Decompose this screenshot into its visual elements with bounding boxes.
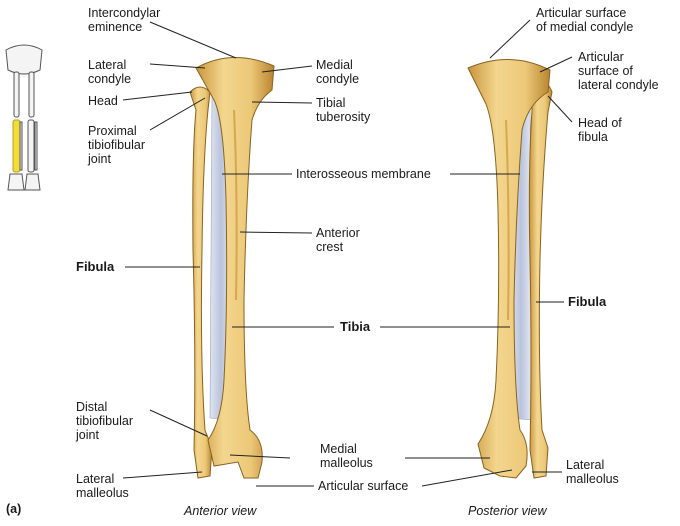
label-lateral-malleolus-anterior: Lateral malleolus xyxy=(76,472,129,500)
anterior-bones xyxy=(190,57,274,478)
label-intercondylar-eminence: Intercondylar eminence xyxy=(88,6,160,34)
label-anterior-crest: Anterior crest xyxy=(316,226,360,254)
fibula-posterior xyxy=(529,79,552,478)
label-articular-surface: Articular surface xyxy=(318,479,408,493)
label-articular-surface-lateral-condyle: Articular surface of lateral condyle xyxy=(578,50,659,92)
label-fibula-posterior: Fibula xyxy=(568,295,606,309)
label-medial-condyle: Medial condyle xyxy=(316,58,359,86)
label-distal-tibiofibular-joint: Distal tibiofibular joint xyxy=(76,400,133,442)
label-proximal-tibiofibular-joint: Proximal tibiofibular joint xyxy=(88,124,145,166)
caption-anterior-view: Anterior view xyxy=(184,504,256,518)
label-medial-malleolus: Medial malleolus xyxy=(320,442,373,470)
label-articular-surface-medial-condyle: Articular surface of medial condyle xyxy=(536,6,633,34)
label-head: Head xyxy=(88,94,118,108)
label-tibial-tuberosity: Tibial tuberosity xyxy=(316,96,370,124)
label-interosseous-membrane: Interosseous membrane xyxy=(296,167,431,181)
fibula-anterior xyxy=(190,87,212,478)
label-tibia: Tibia xyxy=(340,320,370,334)
label-head-of-fibula: Head of fibula xyxy=(578,116,622,144)
label-lateral-condyle: Lateral condyle xyxy=(88,58,131,86)
label-lateral-malleolus-posterior: Lateral malleolus xyxy=(566,458,619,486)
panel-label: (a) xyxy=(6,502,21,516)
posterior-bones xyxy=(468,59,552,478)
label-fibula-anterior: Fibula xyxy=(76,260,114,274)
skeleton-thumbnail xyxy=(6,45,42,190)
caption-posterior-view: Posterior view xyxy=(468,504,547,518)
